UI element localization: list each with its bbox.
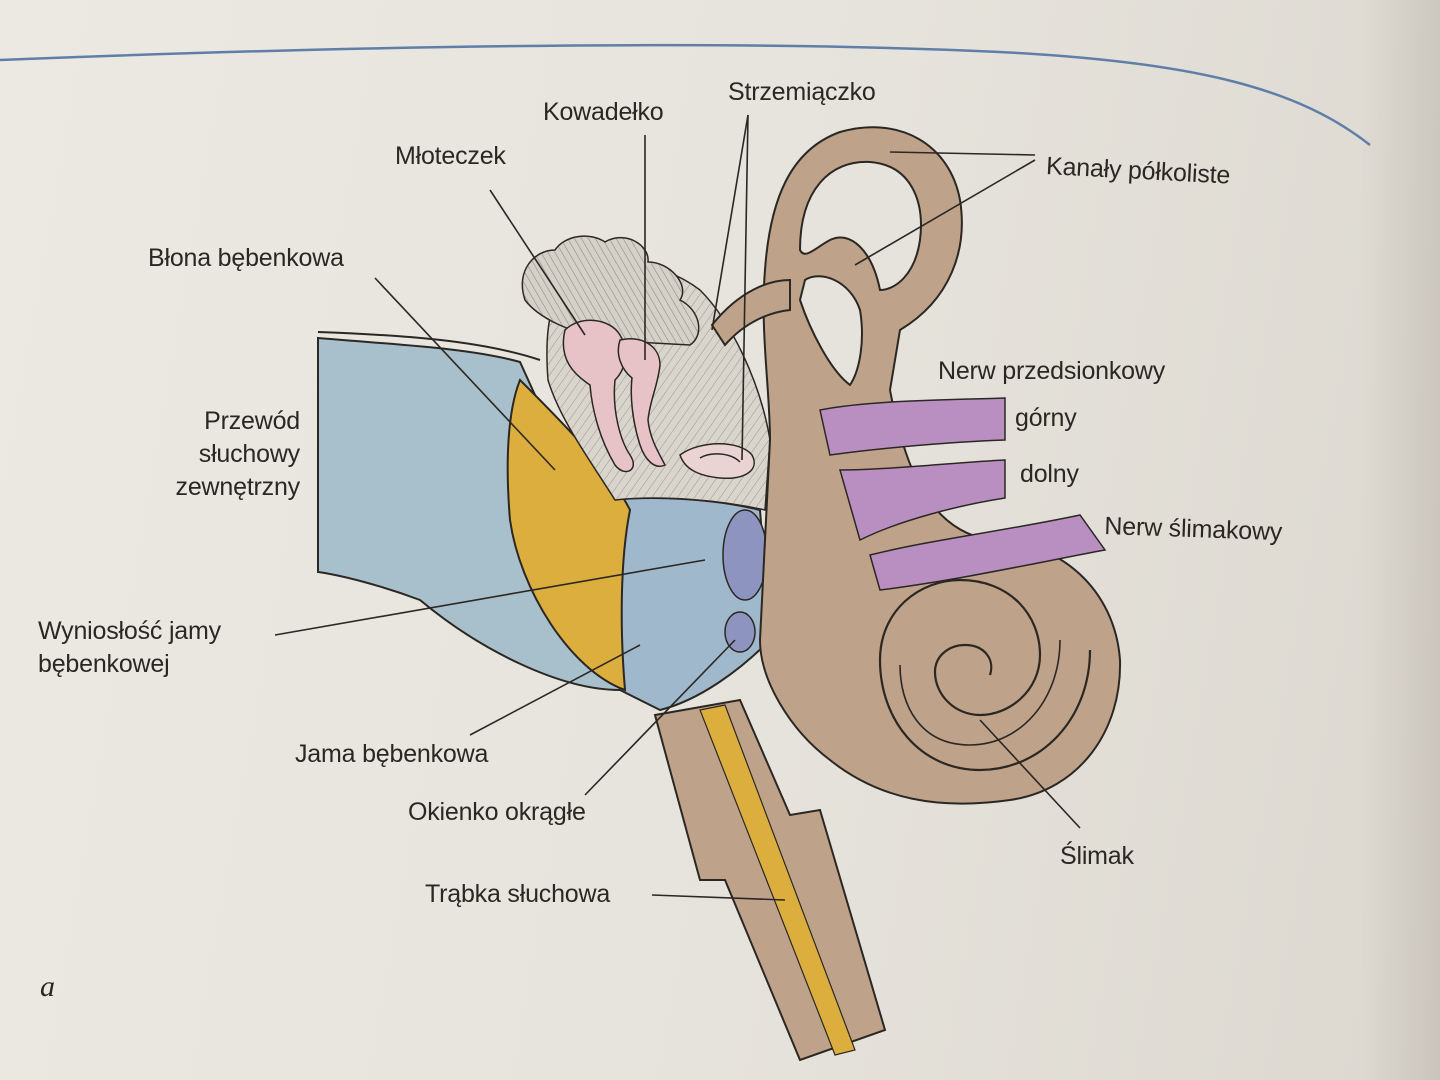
leader-trabka	[651, 894, 786, 901]
label-przewod-sluchowy: Przewód słuchowy zewnętrzny	[175, 407, 301, 501]
leader-kanaly-2	[854, 159, 1036, 266]
leader-strzemiaczko-2	[711, 114, 749, 331]
leader-mloteczek	[489, 189, 586, 336]
page-top-rule	[0, 43, 1371, 146]
stapes	[679, 443, 755, 479]
leader-kanaly-1	[889, 151, 1036, 156]
semicircular-canal-posterior	[798, 275, 863, 387]
superior-vestibular-nerve	[819, 397, 1006, 456]
leader-jama	[469, 644, 641, 736]
leader-slimak	[979, 719, 1081, 829]
label-strzemiaczko: Strzemiączko	[728, 78, 876, 106]
cochlea-spiral	[878, 578, 1092, 772]
label-okienko-okragle: Okienko okrągłe	[408, 798, 586, 826]
eustachian-lumen	[699, 704, 856, 1056]
cochlear-nerve	[869, 514, 1107, 591]
label-gorny: górny	[1015, 404, 1077, 432]
leader-okienko	[584, 639, 736, 796]
label-blona-bebenkowa: Błona bębenkowa	[148, 244, 344, 272]
incus	[617, 338, 667, 467]
figure-letter: a	[40, 970, 55, 1003]
label-nerw-przedsionkowy: Nerw przedsionkowy	[938, 357, 1166, 385]
semicircular-canal-lateral	[710, 278, 791, 347]
label-slimak: Ślimak	[1060, 842, 1134, 870]
leader-blona	[374, 277, 556, 471]
label-kowadelko: Kowadełko	[543, 98, 664, 126]
semicircular-canal-superior	[798, 160, 922, 292]
label-trabka-sluchowa: Trąbka słuchowa	[425, 880, 611, 908]
label-jama-bebenkowa: Jama bębenkowa	[295, 740, 489, 768]
leader-wyniosc	[274, 559, 706, 636]
canal-top-wall	[317, 331, 541, 361]
label-wyniosc-jamy: Wyniosłość jamy bębenkowej	[38, 617, 221, 678]
oval-window-shape	[722, 509, 768, 601]
malleus	[562, 319, 635, 473]
page-spine-shadow	[1360, 0, 1440, 1080]
leader-strzemiaczko-1	[741, 114, 749, 461]
label-dolny: dolny	[1020, 460, 1079, 488]
label-nerw-slimakowy: Nerw ślimakowy	[1103, 511, 1283, 547]
inferior-vestibular-nerve	[839, 459, 1006, 542]
leader-lines	[274, 114, 1081, 901]
label-mloteczek: Młoteczek	[395, 142, 506, 170]
